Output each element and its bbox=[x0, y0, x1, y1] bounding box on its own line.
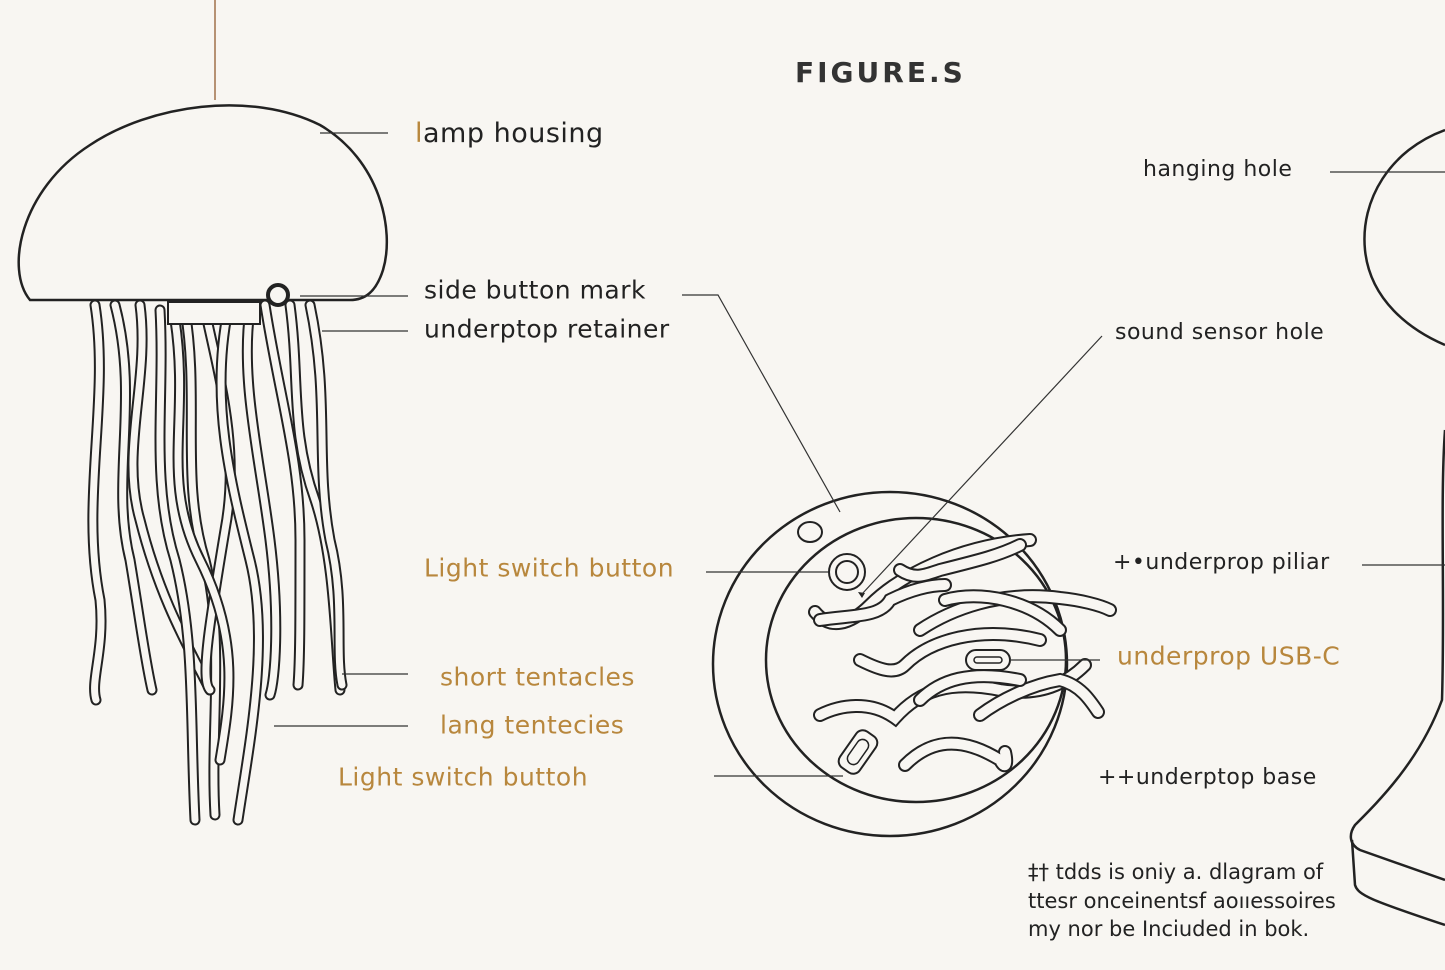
footnote: ‡† tdds is oniy a. dlagram of ttesr once… bbox=[1028, 858, 1336, 944]
tentacle bbox=[855, 629, 1045, 676]
label-underprop-usbc: underprop USB-C bbox=[1117, 641, 1341, 671]
tentacle bbox=[217, 306, 262, 824]
tentacle bbox=[975, 674, 1103, 720]
tentacle bbox=[815, 580, 950, 625]
underptop-retainer-shape bbox=[167, 301, 261, 325]
leader-lines bbox=[274, 132, 1445, 777]
tentacles bbox=[87, 299, 348, 826]
tentacle bbox=[915, 591, 1115, 635]
usb-c-port-shape bbox=[965, 649, 1011, 671]
label-underprop-pillar: +•underprop piliar bbox=[1113, 549, 1330, 575]
slot-shape bbox=[837, 729, 879, 775]
sound-sensor-hole-shape bbox=[797, 521, 823, 543]
label-lamp-housing: lamp housing bbox=[415, 118, 604, 150]
light-switch-button-shape bbox=[828, 553, 866, 591]
tentacle bbox=[815, 660, 1090, 725]
label-long-tentacles: lang tentecies bbox=[440, 710, 625, 740]
tentacle bbox=[89, 301, 105, 704]
figure-title: FIGURE.S bbox=[795, 56, 966, 89]
label-light-switch-button-2: Light switch buttoh bbox=[338, 762, 589, 792]
lamp-housing-dome bbox=[17, 104, 389, 302]
label-underptop-retainer: underptop retainer bbox=[424, 314, 670, 344]
tentacle bbox=[171, 316, 233, 764]
footnote-line: ttesr onceinentsf aoııessoires bbox=[1028, 888, 1336, 913]
footnote-line: ‡† tdds is oniy a. dlagram of bbox=[1028, 860, 1324, 884]
label-sound-sensor-hole: sound sensor hole bbox=[1115, 319, 1325, 345]
tentacle bbox=[900, 738, 1012, 771]
tentacle bbox=[261, 301, 304, 689]
footnote-line: my nor be Inciuded in bok. bbox=[1028, 917, 1310, 941]
tentacle bbox=[895, 540, 1025, 581]
label-light-switch-button: Light switch button bbox=[424, 553, 675, 583]
jellyfish-lamp bbox=[17, 104, 389, 826]
underptop-base bbox=[711, 490, 1117, 838]
side-button-mark-shape bbox=[266, 283, 290, 307]
label-underptop-base: ++underptop base bbox=[1098, 764, 1317, 790]
tentacle bbox=[111, 301, 156, 694]
tentacle bbox=[940, 591, 1065, 635]
tentacle bbox=[156, 306, 199, 824]
tentacle bbox=[306, 301, 346, 689]
label-short-tentacles: short tentacles bbox=[440, 662, 635, 692]
tentacle bbox=[243, 306, 280, 699]
label-side-button-mark: side button mark bbox=[424, 275, 647, 305]
label-hanging-hole: hanging hole bbox=[1143, 156, 1293, 182]
pillar-object bbox=[1349, 128, 1445, 927]
tentacle bbox=[915, 671, 1025, 705]
